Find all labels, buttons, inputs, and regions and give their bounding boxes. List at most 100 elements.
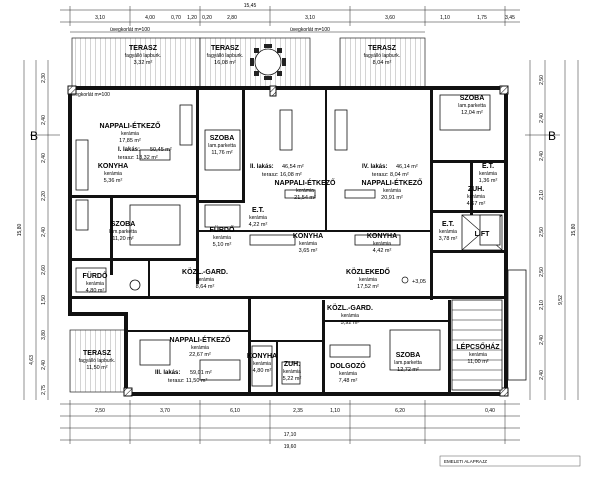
svg-text:TERASZ: TERASZ xyxy=(211,45,240,52)
svg-text:TERASZ: TERASZ xyxy=(129,45,158,52)
svg-text:LIFT: LIFT xyxy=(475,231,490,238)
svg-text:lam.parketta: lam.parketta xyxy=(394,360,422,366)
room-label: NAPPALI-ÉTKEZŐ kerámia 22,67 m² xyxy=(170,335,231,358)
room-label: KONYHA kerámia 4,42 m² xyxy=(367,233,397,254)
dim-top: 3,10 xyxy=(95,15,105,21)
room-label: SZOBA lam.parketta 11,76 m² xyxy=(208,135,236,156)
unit-summary: IV. lakás: 46,14 m² terasz: 8,04 m² xyxy=(362,164,418,178)
svg-text:kerámia: kerámia xyxy=(339,371,357,377)
wardrobe-icon xyxy=(75,199,89,231)
svg-text:I. lakás:: I. lakás: xyxy=(118,147,140,153)
dim-left: 2,20 xyxy=(41,191,47,201)
dim-left: 2,75 xyxy=(41,385,47,395)
svg-text:5,10 m²: 5,10 m² xyxy=(213,242,232,248)
dim-bottom: 3,70 xyxy=(160,408,170,414)
svg-text:5,22 m²: 5,22 m² xyxy=(283,376,302,382)
room-label: SZOBA lam.parketta 12,04 m² xyxy=(458,95,486,116)
room-label: ZUH. kerámia 5,22 m² xyxy=(283,361,302,382)
kitchen-counter-icon xyxy=(249,234,296,246)
room-label: FÜRDŐ kerámia 5,10 m² xyxy=(210,225,235,248)
bathtub-icon xyxy=(75,267,107,293)
furniture xyxy=(75,94,501,387)
sofa-icon xyxy=(179,104,193,146)
svg-text:kerámia: kerámia xyxy=(383,188,401,194)
svg-text:20,91 m²: 20,91 m² xyxy=(381,195,403,201)
top-terraces: üvegkorlát m=100 üvegkorlát m=100 üvegko… xyxy=(70,27,426,98)
dim-top: 3,10 xyxy=(305,15,315,21)
svg-text:kerámia: kerámia xyxy=(249,215,267,221)
svg-text:46,54 m²: 46,54 m² xyxy=(282,164,304,170)
glass-railing-note: üvegkorlát m=100 xyxy=(290,27,330,33)
svg-text:ZUH.: ZUH. xyxy=(468,186,484,193)
interior-walls xyxy=(72,86,508,392)
staircase xyxy=(451,269,527,391)
svg-text:lam.parketta: lam.parketta xyxy=(458,103,486,109)
dim-right: 2,40 xyxy=(539,113,545,123)
room-label: E.T. kerámia 1,36 m² xyxy=(479,163,498,184)
shower-icon xyxy=(281,361,301,385)
svg-text:KONYHA: KONYHA xyxy=(98,163,128,170)
room-label: TERASZ fagyálló lapburk. 8,04 m² xyxy=(364,45,400,66)
svg-text:5,92 m²: 5,92 m² xyxy=(341,320,360,326)
svg-text:4,80 m²: 4,80 m² xyxy=(86,288,105,294)
svg-text:22,67 m²: 22,67 m² xyxy=(189,352,211,358)
svg-text:kerámia: kerámia xyxy=(469,352,487,358)
level-value: +3,05 xyxy=(412,279,426,285)
svg-text:8,64 m²: 8,64 m² xyxy=(196,284,215,290)
dim-left: 2,30 xyxy=(41,73,47,83)
svg-text:FÜRDŐ: FÜRDŐ xyxy=(210,225,235,234)
dim-bottom: 2,50 xyxy=(95,408,105,414)
svg-text:TERASZ: TERASZ xyxy=(368,45,397,52)
svg-text:kerámia: kerámia xyxy=(467,194,485,200)
room-label: FÜRDŐ kerámia 4,80 m² xyxy=(83,271,108,294)
svg-text:NAPPALI-ÉTKEZŐ: NAPPALI-ÉTKEZŐ xyxy=(170,335,231,344)
room-label: ZUH. kerámia 4,67 m² xyxy=(467,186,486,207)
svg-text:3,65 m²: 3,65 m² xyxy=(299,248,318,254)
room-label: KONYHA kerámia 3,65 m² xyxy=(293,233,323,254)
sofa-icon xyxy=(279,109,293,151)
svg-text:16,08 m²: 16,08 m² xyxy=(214,60,236,66)
dining-table-icon xyxy=(199,359,241,381)
svg-text:KÖZL.-GARD.: KÖZL.-GARD. xyxy=(327,303,373,312)
svg-text:lam.parketta: lam.parketta xyxy=(109,229,137,235)
dim-top: 1,10 xyxy=(440,15,450,21)
svg-text:59,01 m²: 59,01 m² xyxy=(190,370,212,376)
top-dimension-labels: 15,45 3,10 4,00 0,70 1,20 0,20 2,80 3,10… xyxy=(95,3,515,21)
section-marks: B B xyxy=(30,129,560,143)
dining-table-icon xyxy=(139,149,171,161)
svg-text:terasz: 16,08 m²: terasz: 16,08 m² xyxy=(262,172,302,178)
room-labels: TERASZ fagyálló lapburk. 3,32 m² TERASZ … xyxy=(79,45,501,384)
svg-text:11,50 m²: 11,50 m² xyxy=(86,365,107,371)
dim-top: 0,70 xyxy=(171,15,181,21)
svg-text:terasz: 13,32 m²: terasz: 13,32 m² xyxy=(118,155,158,161)
room-label: NAPPALI-ÉTKEZŐ kerámia 20,91 m² xyxy=(362,178,423,201)
dim-left-total: 4,63 xyxy=(29,355,35,365)
dim-right-total: 9,52 xyxy=(558,295,564,305)
svg-text:fagyálló lapburk.: fagyálló lapburk. xyxy=(79,358,115,364)
dimension-lines xyxy=(23,6,579,444)
svg-text:3,78 m²: 3,78 m² xyxy=(439,236,458,242)
dim-bottom-total: 19,60 xyxy=(284,444,297,450)
svg-text:4,67 m²: 4,67 m² xyxy=(467,201,486,207)
dim-right: 2,40 xyxy=(539,151,545,161)
dim-left: 2,40 xyxy=(41,360,47,370)
room-label: KONYHA kerámia 4,80 m² xyxy=(247,353,277,374)
dim-bottom-total: 17,10 xyxy=(284,432,297,438)
desk-icon xyxy=(329,344,371,358)
dim-top: 3,45 xyxy=(505,15,515,21)
room-label: E.T. kerámia 4,22 m² xyxy=(249,207,268,228)
room-label: LÉPCSŐHÁZ kerámia 11,00 m² xyxy=(456,342,500,365)
room-label: KÖZLEKEDŐ kerámia 17,52 m² xyxy=(346,267,391,290)
dim-right-total: 15,80 xyxy=(571,224,577,237)
stamp-text: EMELETI ALAPRAJZ xyxy=(444,459,487,464)
room-label: TERASZ fagyálló lapburk. 16,08 m² xyxy=(207,45,243,66)
svg-text:kerámia: kerámia xyxy=(121,131,139,137)
bed-icon xyxy=(389,329,441,371)
dim-top: 0,20 xyxy=(202,15,212,21)
unit-summary: I. lakás: 50,45 m² terasz: 13,32 m² xyxy=(118,147,172,161)
svg-text:E.T.: E.T. xyxy=(442,221,454,228)
svg-text:SZOBA: SZOBA xyxy=(210,135,235,142)
room-label: E.T. kerámia 3,78 m² xyxy=(439,221,458,242)
kitchen-counter-icon xyxy=(354,234,401,246)
svg-text:kerámia: kerámia xyxy=(253,361,271,367)
